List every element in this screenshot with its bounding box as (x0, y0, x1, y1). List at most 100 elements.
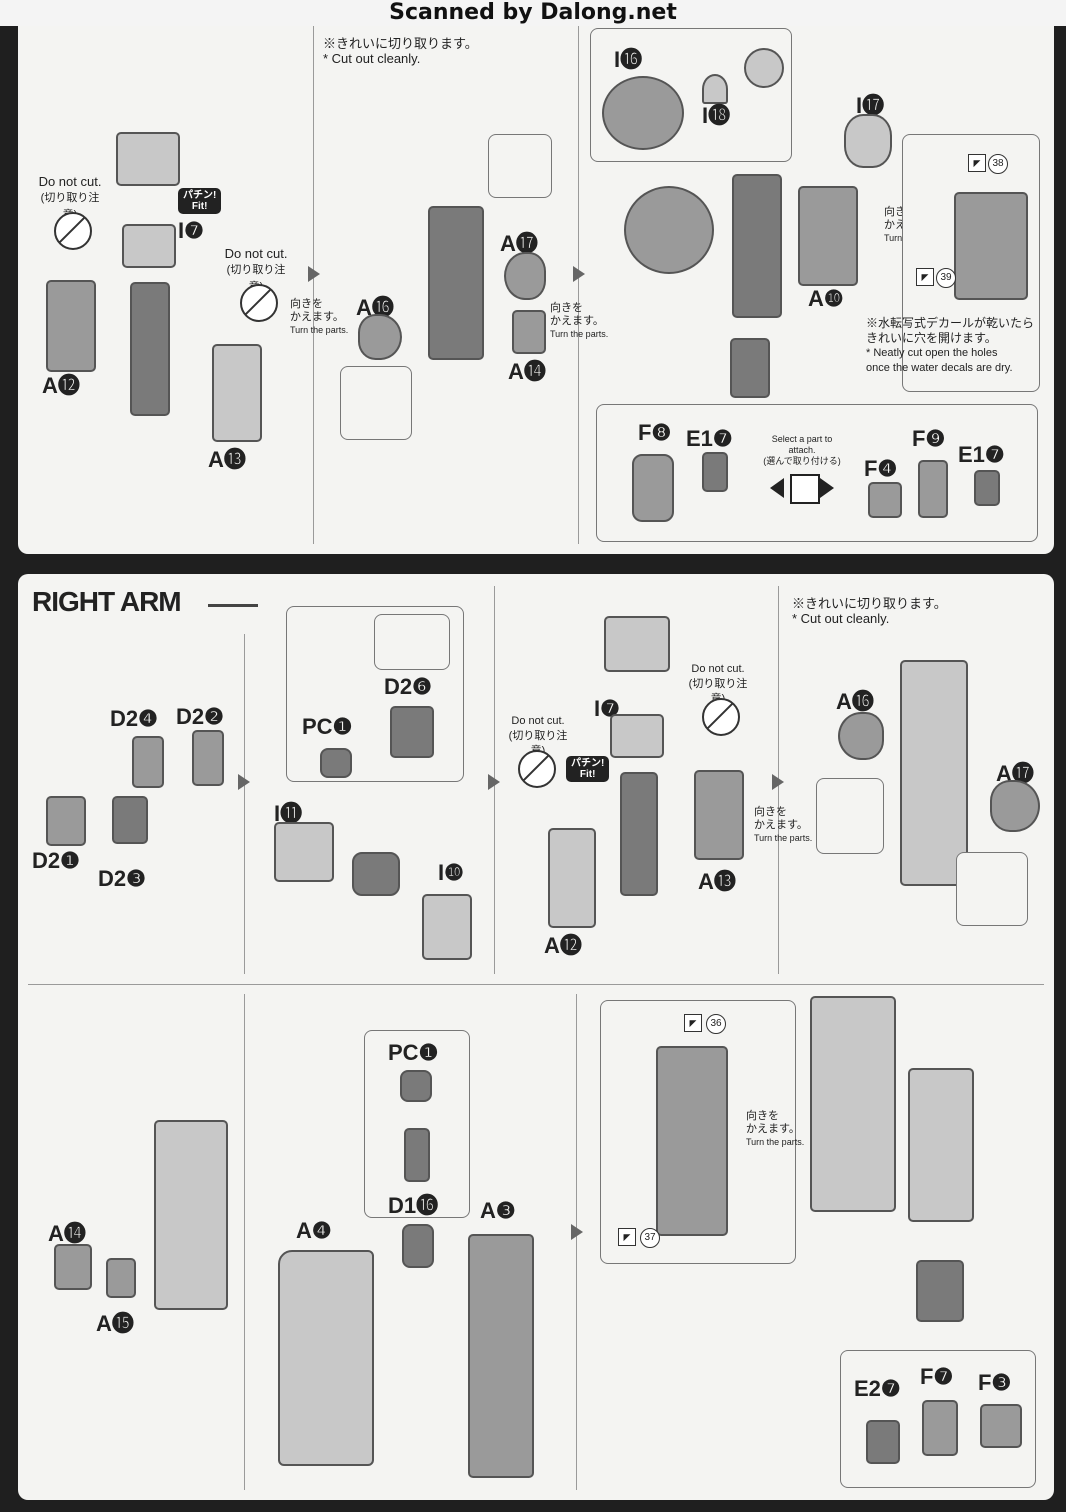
right-arm-panel: RIGHT ARM D2❹ D2❷ D2❶ D2❸ D2❻ PC❶ I⓫ I❿ … (18, 574, 1054, 1500)
label-e17: E1❼ (686, 426, 733, 451)
part-a16 (358, 314, 402, 360)
turn-parts-note: 向きをかえます。Turn the parts. (290, 298, 349, 335)
step-arrow (488, 774, 500, 790)
cut-cleanly-note: ※きれいに切り取ります。* Cut out cleanly. (792, 596, 947, 626)
part-a17 (990, 780, 1040, 832)
part-d23 (112, 796, 148, 844)
step-arrow (238, 774, 250, 790)
label-i10: I❿ (438, 860, 464, 885)
no-cut-icon (54, 212, 92, 250)
part-d22 (192, 730, 224, 786)
part-a12 (46, 280, 96, 372)
hand-f9 (918, 460, 948, 518)
scan-credit: Scanned by Dalong.net (0, 0, 1066, 26)
part-pc1 (400, 1070, 432, 1102)
decal-number: 38 (988, 154, 1008, 174)
label-d23: D2❸ (98, 866, 146, 891)
hand-f3 (980, 1404, 1022, 1448)
hand-f8 (632, 454, 674, 522)
part-a13 (212, 344, 262, 442)
do-not-cut-note: Do not cut.(切り取り注意) (688, 663, 748, 705)
decal-panel (656, 1046, 728, 1236)
joint-part (402, 1224, 434, 1268)
divider (576, 994, 577, 1490)
label-a12: A⓬ (42, 373, 80, 398)
hand-f4 (868, 482, 902, 518)
detail-circle (744, 48, 784, 88)
label-i11: I⓫ (274, 801, 303, 826)
part-i16 (602, 76, 684, 150)
detail-inset (340, 366, 412, 440)
shoulder-part (604, 616, 670, 672)
title-rule (208, 604, 258, 607)
part-d24 (132, 736, 164, 788)
cut-cleanly-note: ※きれいに切り取ります。* Cut out cleanly. (323, 36, 478, 66)
label-d22: D2❷ (176, 704, 224, 729)
part-d21 (46, 796, 86, 846)
label-i17: I⓱ (856, 93, 885, 118)
turn-parts-note: 向きをかえます。Turn the parts. (550, 302, 609, 339)
divider (578, 24, 579, 544)
part-a14 (512, 310, 546, 354)
label-i18: I⓲ (702, 103, 731, 128)
section-title: RIGHT ARM (32, 586, 182, 617)
part-a10 (798, 186, 858, 286)
detail-inset (488, 134, 552, 198)
label-d21: D2❶ (32, 848, 80, 873)
fit-badge: パチン!Fit! (566, 756, 610, 782)
label-a14: A⓮ (508, 359, 546, 384)
part-i11 (274, 822, 334, 882)
label-a13: A⓭ (698, 869, 736, 894)
label-f9: F❾ (912, 426, 946, 451)
divider (28, 984, 1044, 985)
detail-inset (374, 614, 450, 670)
label-a15: A⓯ (96, 1311, 134, 1336)
part-a15 (106, 1258, 136, 1298)
part-i10 (422, 894, 472, 960)
fit-badge: パチン!Fit! (178, 188, 222, 214)
decal-icon: ◤ (968, 154, 986, 172)
part-a17 (504, 252, 546, 300)
part-i17 (844, 114, 892, 168)
label-a10: A❿ (808, 286, 844, 311)
part-e17 (974, 470, 1000, 506)
label-a16: A⓰ (836, 689, 874, 714)
label-a17: A⓱ (500, 231, 538, 256)
decal-number: 39 (936, 268, 956, 288)
no-cut-icon (518, 750, 556, 788)
label-a4: A❹ (296, 1218, 332, 1243)
part-a3 (468, 1234, 534, 1478)
arm-assembly (900, 660, 968, 886)
part-d116 (404, 1128, 430, 1182)
decal-number: 37 (640, 1228, 660, 1248)
decal-note: ※水転写式デカールが乾いたらきれいに穴を開けます。 * Neatly cut o… (866, 316, 1035, 374)
top-instruction-panel: Do not cut.(切り取り注意) Do not cut.(切り取り注意) … (18, 14, 1054, 554)
label-pc1: PC❶ (302, 714, 353, 739)
part-a14 (54, 1244, 92, 1290)
part-e27 (866, 1420, 900, 1464)
arm-assembly (732, 174, 782, 318)
detail-inset (956, 852, 1028, 926)
arm-assembly (428, 206, 484, 360)
label-pc1: PC❶ (388, 1040, 439, 1065)
part-e17 (702, 452, 728, 492)
arm-assembly (908, 1068, 974, 1222)
turn-parts-note: 向きをかえます。Turn the parts. (754, 806, 813, 843)
decal-icon: ◤ (618, 1228, 636, 1246)
label-i7: I❼ (178, 218, 204, 243)
decal-icon: ◤ (684, 1014, 702, 1032)
label-f3: F❸ (978, 1370, 1012, 1395)
label-a12: A⓬ (544, 933, 582, 958)
detail-inset (816, 778, 884, 854)
part-pc1 (320, 748, 352, 778)
shoulder-armor (624, 186, 714, 274)
step-arrow (573, 266, 585, 282)
decal-number: 36 (706, 1014, 726, 1034)
part-d26 (390, 706, 434, 758)
label-a3: A❸ (480, 1198, 516, 1223)
detail-inset (364, 1030, 470, 1218)
step-arrow (772, 774, 784, 790)
label-d26: D2❻ (384, 674, 432, 699)
hand-part (730, 338, 770, 398)
label-i16: I⓰ (614, 47, 643, 72)
